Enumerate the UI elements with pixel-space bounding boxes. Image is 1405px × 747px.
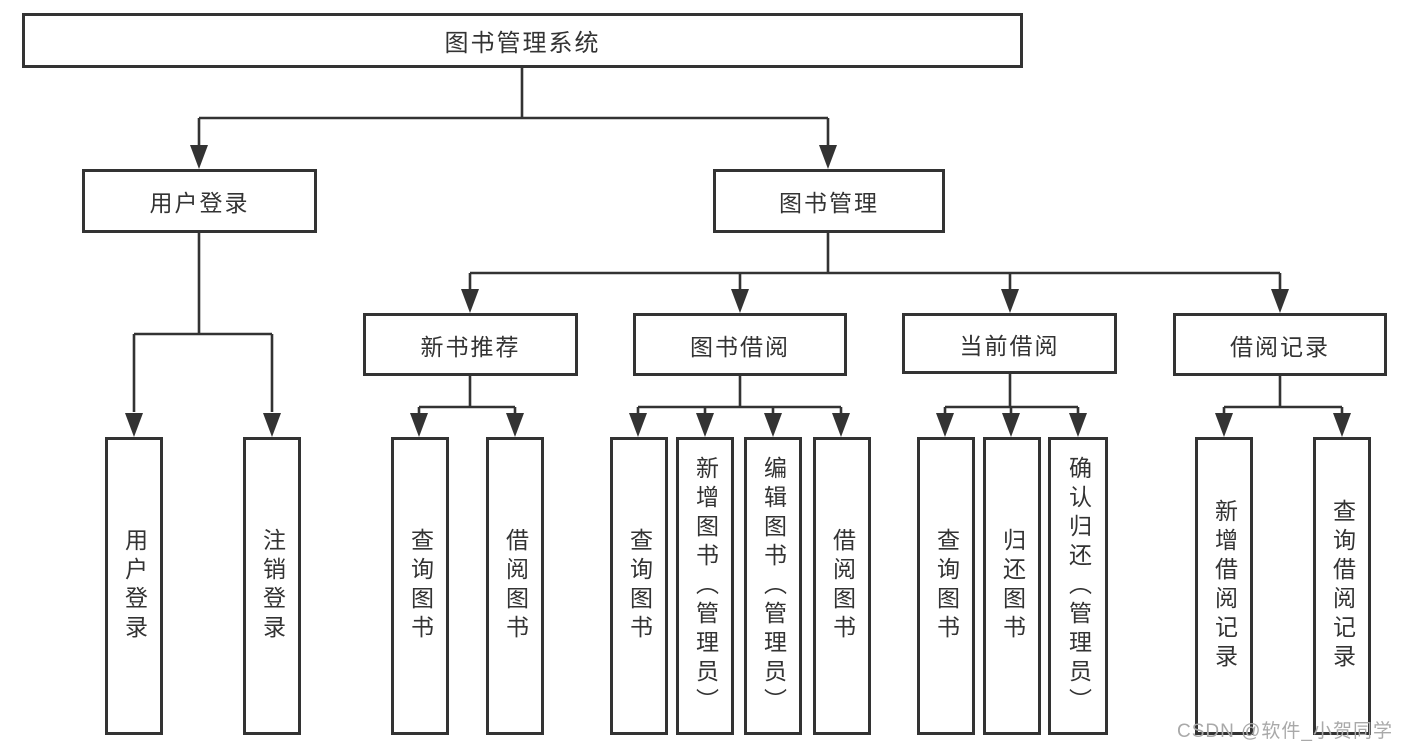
leaf-return-books: 归还图书 — [983, 437, 1041, 735]
node-borrow-records: 借阅记录 — [1173, 313, 1387, 376]
leaf-add-books-admin: 新增图书（管理员） — [676, 437, 734, 735]
arrowheads — [125, 145, 1351, 437]
node-current-borrowing: 当前借阅 — [902, 313, 1117, 374]
leaf-query-books-borrowing: 查询图书 — [610, 437, 668, 735]
leaf-query-books-recommend: 查询图书 — [391, 437, 449, 735]
leaf-query-books-current: 查询图书 — [917, 437, 975, 735]
leaf-confirm-return-admin: 确认归还（管理员） — [1048, 437, 1108, 735]
leaf-user-login: 用户登录 — [105, 437, 163, 735]
csdn-watermark: CSDN @软件_小贺同学 — [1177, 721, 1393, 742]
leaf-borrow-books-recommend: 借阅图书 — [486, 437, 544, 735]
leaf-query-borrow-record: 查询借阅记录 — [1313, 437, 1371, 735]
leaf-logout: 注销登录 — [243, 437, 301, 735]
node-book-borrowing: 图书借阅 — [633, 313, 847, 376]
leaf-edit-books-admin: 编辑图书（管理员） — [744, 437, 802, 735]
node-user-login: 用户登录 — [82, 169, 317, 233]
node-new-book-recommend: 新书推荐 — [363, 313, 578, 376]
leaf-add-borrow-record: 新增借阅记录 — [1195, 437, 1253, 735]
node-root-book-management-system: 图书管理系统 — [22, 13, 1023, 68]
node-book-management: 图书管理 — [713, 169, 945, 233]
leaf-borrow-books-borrowing: 借阅图书 — [813, 437, 871, 735]
